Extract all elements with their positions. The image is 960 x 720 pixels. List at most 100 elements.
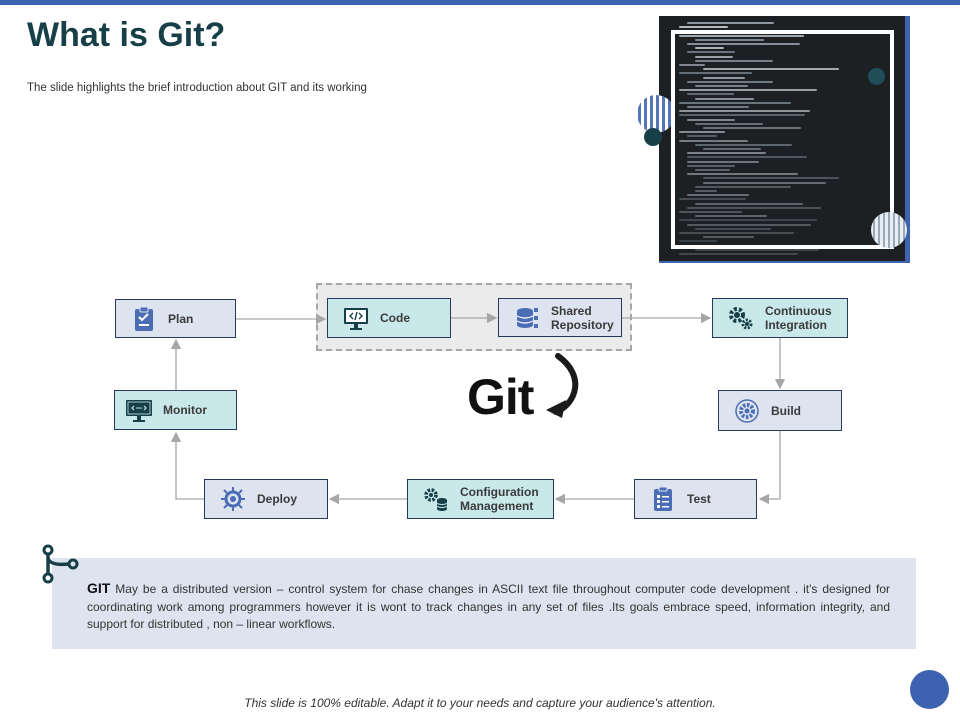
- code-text-line: [679, 139, 748, 142]
- node-monitor-label: Monitor: [163, 403, 207, 417]
- node-code: Code: [327, 298, 451, 338]
- code-text-line: [687, 135, 717, 138]
- arrow-build-to-test: [758, 431, 781, 505]
- code-text-line: [703, 181, 826, 184]
- checklist-test-icon: [654, 486, 672, 511]
- node-build-label: Build: [771, 403, 801, 418]
- code-text-line: [695, 190, 717, 192]
- code-text-line: [695, 122, 763, 125]
- code-text-line: [679, 219, 817, 222]
- git-branch-icon: [42, 544, 79, 584]
- code-text-line: [687, 93, 734, 96]
- decorative-dot: [644, 128, 662, 146]
- clipboard-plan-icon: [135, 306, 153, 331]
- gear-build-icon: [735, 398, 759, 423]
- code-text-line: [679, 211, 742, 213]
- footer-note: This slide is 100% editable. Adapt it to…: [244, 696, 716, 710]
- git-center-label: Git: [467, 369, 534, 425]
- code-text-line: [679, 198, 746, 201]
- code-text-line: [695, 202, 803, 205]
- code-text-line: [695, 215, 767, 218]
- node-deploy-label: Deploy: [257, 492, 298, 506]
- decorative-dot: [868, 68, 885, 85]
- node-code-label: Code: [380, 311, 410, 325]
- node-continuous-integration-label: Continuous Integration: [765, 304, 832, 332]
- description-body: May be a distributed version – control s…: [87, 582, 890, 631]
- code-text-line: [687, 156, 807, 159]
- node-configuration-management: Configuration Management: [407, 479, 554, 519]
- node-test-label: Test: [687, 492, 711, 506]
- code-photo: [659, 16, 910, 263]
- code-text-line: [695, 248, 819, 251]
- code-text-line: [687, 194, 749, 197]
- node-continuous-integration: Continuous Integration: [712, 298, 848, 338]
- code-text-line: [679, 64, 705, 66]
- page-title: What is Git?: [27, 16, 226, 54]
- code-text-line: [687, 118, 735, 121]
- code-text-line: [679, 131, 725, 134]
- code-text-line: [695, 47, 724, 50]
- decorative-corner-dot: [910, 670, 949, 709]
- code-text-line: [679, 232, 794, 234]
- code-text-line: [703, 236, 754, 239]
- code-text-line: [703, 127, 801, 129]
- node-plan: Plan: [115, 299, 236, 338]
- code-text-line: [687, 51, 735, 54]
- gears-integration-icon: [729, 307, 753, 330]
- photo-frame: [671, 30, 894, 249]
- description-lead: GIT: [87, 580, 111, 596]
- description-text: GIT May be a distributed version – contr…: [87, 580, 890, 634]
- description-panel: GIT May be a distributed version – contr…: [52, 558, 916, 649]
- code-text-line: [679, 72, 752, 75]
- code-text-line: [679, 240, 717, 243]
- code-text-line: [687, 160, 759, 163]
- code-text-line: [679, 89, 817, 92]
- code-text-line: [679, 253, 798, 255]
- decorative-striped-circle: [637, 95, 675, 133]
- code-text-line: [703, 68, 839, 71]
- code-text-line: [687, 80, 773, 83]
- monitor-screen-icon: [126, 400, 152, 422]
- code-text-line: [695, 97, 754, 100]
- code-text-line: [679, 26, 728, 29]
- code-monitor-icon: [344, 308, 368, 330]
- code-text-line: [695, 85, 748, 87]
- code-screen-image: [659, 16, 905, 261]
- code-text-line: [695, 169, 730, 171]
- code-text-line: [687, 43, 800, 45]
- code-text-line: [687, 223, 811, 226]
- database-repository-icon: [516, 307, 538, 328]
- code-text-line: [687, 206, 821, 209]
- code-text-line: [679, 34, 804, 37]
- git-curved-arrowhead: [546, 400, 566, 418]
- node-shared-repository: Shared Repository: [498, 298, 622, 337]
- code-text-line: [687, 164, 735, 167]
- code-text-line: [695, 38, 764, 41]
- deploy-hub-icon: [221, 487, 245, 511]
- code-text-line: [687, 173, 798, 176]
- page-subtitle: The slide highlights the brief introduct…: [27, 82, 367, 94]
- decorative-striped-circle: [871, 212, 907, 248]
- code-text-line: [687, 152, 766, 155]
- code-text-line: [695, 227, 771, 230]
- code-text-line: [679, 114, 805, 117]
- node-deploy: Deploy: [204, 479, 328, 519]
- code-text-line: [679, 101, 791, 104]
- top-accent-bar: [0, 0, 960, 5]
- code-text-line: [703, 177, 839, 180]
- code-text-line: [703, 76, 745, 79]
- node-shared-repository-label: Shared Repository: [551, 303, 614, 332]
- node-test: Test: [634, 479, 757, 519]
- node-plan-label: Plan: [168, 311, 194, 326]
- arrow-deploy-to-monitor: [170, 431, 204, 500]
- code-text-line: [679, 110, 810, 113]
- gear-database-icon: [424, 488, 448, 511]
- node-configuration-management-label: Configuration Management: [460, 485, 539, 513]
- code-text-line: [695, 55, 733, 58]
- code-text-line: [687, 106, 749, 108]
- code-text-line: [687, 22, 774, 24]
- node-monitor: Monitor: [114, 390, 237, 430]
- node-build: Build: [718, 390, 842, 431]
- code-text-line: [695, 185, 791, 188]
